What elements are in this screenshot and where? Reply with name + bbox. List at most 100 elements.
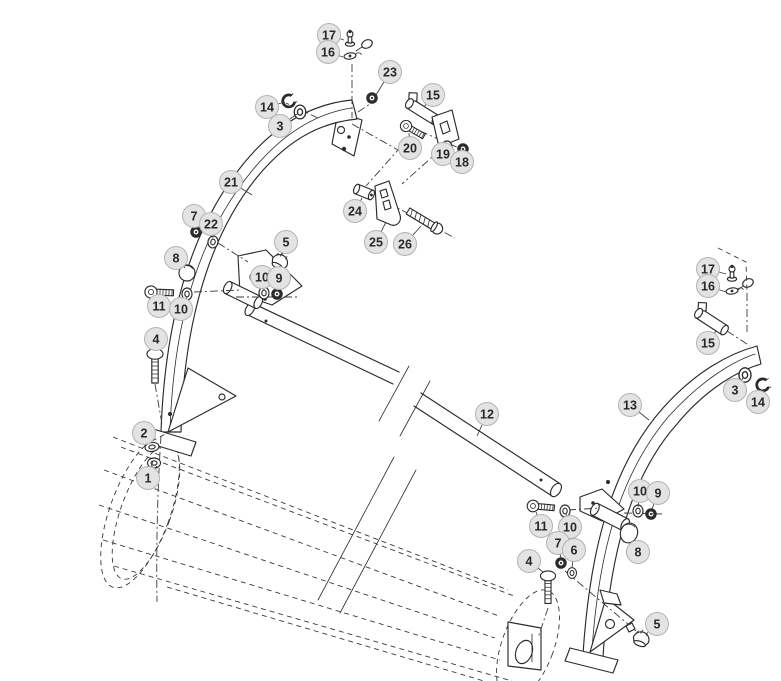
callout-number: 5 [283,235,290,249]
callout-number: 9 [276,271,283,285]
callout-balloon[interactable] [144,327,168,351]
callout-8[interactable]: 8 [164,246,188,270]
left-arm-drawing [144,99,363,457]
callout-number: 9 [655,486,662,500]
callout-3[interactable]: 3 [268,114,292,138]
callout-10[interactable]: 10 [558,515,582,539]
callout-22[interactable]: 22 [199,212,223,236]
callout-balloon[interactable] [343,199,367,223]
callout-balloon[interactable] [421,83,445,107]
part-pin-15-right [690,298,735,337]
callout-number: 22 [204,217,218,231]
callout-number: 11 [534,519,547,533]
callout-balloon[interactable] [562,538,586,562]
callout-23[interactable]: 23 [378,60,402,84]
callout-balloon[interactable] [646,481,670,505]
callout-balloon[interactable] [199,212,223,236]
callout-5[interactable]: 5 [645,612,669,636]
callout-number: 4 [526,554,533,568]
callout-8[interactable]: 8 [626,540,650,564]
callout-balloon[interactable] [378,60,402,84]
callout-25[interactable]: 25 [364,230,388,254]
callout-17[interactable]: 17 [696,257,720,281]
callout-balloon[interactable] [398,136,422,160]
callout-number: 4 [153,332,160,346]
callout-number: 1 [145,471,152,485]
callout-3[interactable]: 3 [723,378,747,402]
callout-balloon[interactable] [164,246,188,270]
part-bolt-11-right [526,499,556,515]
callout-10[interactable]: 10 [169,297,193,321]
callout-16[interactable]: 16 [696,274,720,298]
part-grease-fitting-17-left [344,29,356,47]
callout-14[interactable]: 14 [746,390,770,414]
callout-balloon[interactable] [274,230,298,254]
callout-balloon[interactable] [219,170,243,194]
callout-4[interactable]: 4 [517,549,541,573]
callout-balloon[interactable] [558,515,582,539]
callout-number: 2 [141,426,148,440]
part-retainer-16-left [343,50,363,61]
callout-balloon[interactable] [696,274,720,298]
callout-26[interactable]: 26 [393,232,417,256]
callout-balloon[interactable] [450,150,474,174]
callout-balloon[interactable] [618,393,642,417]
callout-2[interactable]: 2 [132,421,156,445]
callout-13[interactable]: 13 [618,393,642,417]
callout-20[interactable]: 20 [398,136,422,160]
callout-4[interactable]: 4 [144,327,168,351]
part-nut-9-left [271,288,283,300]
callout-balloon[interactable] [136,466,160,490]
callout-12[interactable]: 12 [475,402,499,426]
callout-18[interactable]: 18 [450,150,474,174]
callout-balloon[interactable] [475,402,499,426]
callout-balloon[interactable] [746,390,770,414]
callout-9[interactable]: 9 [267,266,291,290]
callout-10[interactable]: 10 [250,265,274,289]
callout-balloon[interactable] [267,266,291,290]
callout-16[interactable]: 16 [316,40,340,64]
callout-number: 17 [701,262,715,276]
part-snap-ring-14-right [754,376,773,394]
callout-balloon[interactable] [132,421,156,445]
callout-15[interactable]: 15 [696,331,720,355]
callout-balloon[interactable] [255,95,279,119]
cross-tube-drawing [244,301,563,498]
callout-1[interactable]: 1 [136,466,160,490]
callout-number: 10 [255,270,269,284]
callout-5[interactable]: 5 [274,230,298,254]
callout-balloon[interactable] [517,549,541,573]
callout-balloon[interactable] [364,230,388,254]
callout-balloon[interactable] [529,514,553,538]
callout-number: 10 [633,484,647,498]
callout-balloon[interactable] [316,40,340,64]
callout-11[interactable]: 11 [529,514,553,538]
part-carriage-bolt-4-right [539,570,557,604]
part-washer-3-left [293,104,307,120]
callout-15[interactable]: 15 [421,83,445,107]
callout-balloon[interactable] [268,114,292,138]
callout-14[interactable]: 14 [255,95,279,119]
callout-balloon[interactable] [393,232,417,256]
callout-number: 14 [751,395,765,409]
part-retainer-16-right [725,285,745,296]
callout-balloon[interactable] [169,297,193,321]
callout-24[interactable]: 24 [343,199,367,223]
callout-10[interactable]: 10 [628,479,652,503]
callout-balloon[interactable] [645,612,669,636]
callout-balloon[interactable] [626,540,650,564]
part-bushing-24 [352,183,376,201]
callout-9[interactable]: 9 [646,481,670,505]
callout-number: 3 [732,383,739,397]
callout-6[interactable]: 6 [562,538,586,562]
callout-21[interactable]: 21 [219,170,243,194]
callout-balloon[interactable] [723,378,747,402]
part-nut-7-right [555,557,567,569]
right-arm-foot [564,589,635,674]
callout-balloon[interactable] [696,331,720,355]
callout-11[interactable]: 11 [147,294,171,318]
part-carriage-bolt-4-left [146,348,164,384]
callout-number: 20 [403,141,417,155]
